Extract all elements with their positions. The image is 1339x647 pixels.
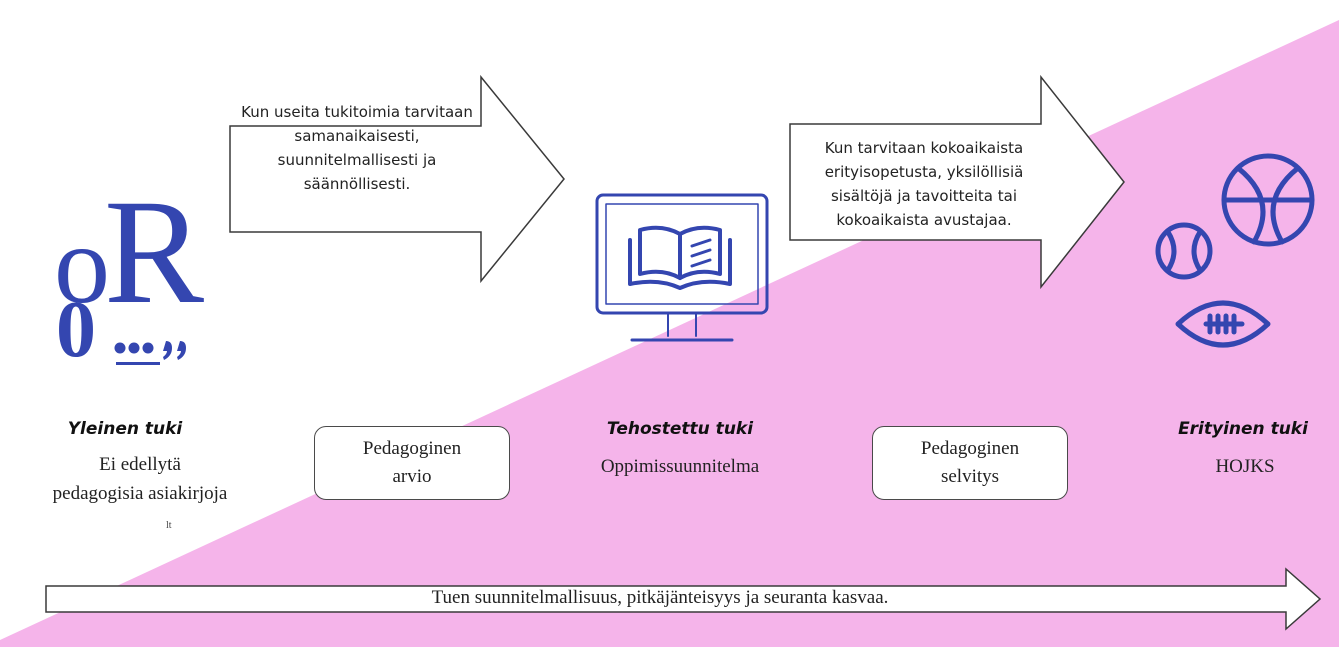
level-intensified-title: Tehostettu tuki [606, 419, 754, 439]
doc-assessment-line1: Pedagoginen [362, 438, 462, 459]
arrow-top-right-text: Kun tarvitaan kokoaikaista erityisopetus… [824, 139, 1024, 229]
level-general-desc-line2: pedagogisia asiakirjoja [52, 483, 228, 504]
arrow-top-left-text: Kun useita tukitoimia tarvitaan samanaik… [241, 103, 473, 193]
bottom-arrow-text: Tuen suunnitelmallisuus, pitkäjänteisyys… [431, 587, 889, 608]
monitor-book-icon [595, 193, 769, 342]
level-special-desc: HOJKS [1215, 456, 1275, 477]
small-mark: lt [166, 520, 172, 531]
level-special-title: Erityinen tuki [1178, 419, 1308, 439]
doc-assessment-line2: arvio [392, 466, 432, 487]
sports-balls-icon [1155, 153, 1315, 348]
doc-pedagogical-statement: Pedagoginen selvitys [872, 426, 1068, 500]
baseball [1155, 222, 1213, 280]
glyph-zero: 0 [56, 286, 96, 374]
doc-pedagogical-assessment: Pedagoginen arvio [314, 426, 510, 500]
arrow-top-left [229, 74, 565, 284]
level-general-title: Yleinen tuki [67, 419, 183, 439]
doc-statement-line2: selvitys [940, 466, 1000, 487]
level-general-desc-line1: Ei edellytä [99, 454, 181, 475]
doc-statement-line1: Pedagoginen [920, 438, 1020, 459]
glyph-r: R [104, 180, 204, 335]
american-football [1175, 300, 1271, 348]
level-general-desc: Ei edellytä pedagogisia asiakirjoja [10, 450, 270, 508]
people-icon: o R 0 [54, 180, 204, 374]
level-intensified-desc: Oppimissuunnitelma [600, 456, 760, 477]
bottom-arrow [45, 567, 1322, 631]
glyph-q: o [54, 203, 110, 327]
arrow-top-right [789, 74, 1125, 290]
